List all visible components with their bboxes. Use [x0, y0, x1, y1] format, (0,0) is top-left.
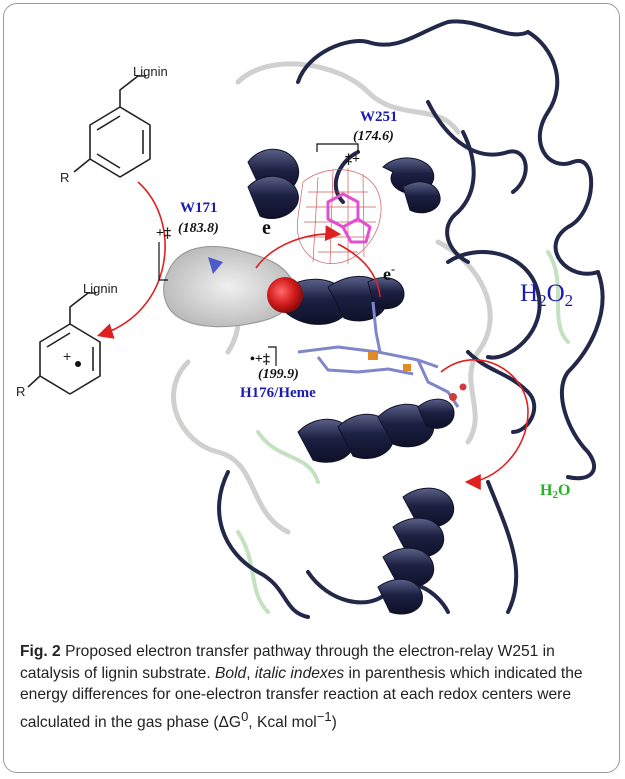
- electron-right: e-: [383, 262, 395, 284]
- caption-text-5: ): [331, 713, 337, 731]
- caption-text-3: in parenthesis which indicated the energ…: [20, 664, 583, 731]
- figure-panel: Lignin R Lignin R + W251 (174.6) ‡+ W171…: [8, 12, 618, 627]
- w251-label: W251: [360, 109, 398, 125]
- substrate-bottom: [27, 292, 101, 395]
- helix-top-right: [382, 157, 441, 214]
- caption-sup-0: 0: [241, 708, 249, 724]
- caption-text-1: Proposed electron transfer pathway throu…: [20, 643, 555, 682]
- caption-text-2: ,: [246, 664, 255, 682]
- w251-indole: [326, 192, 372, 244]
- r-label-bottom: R: [16, 384, 26, 399]
- w171-surface: [163, 245, 303, 328]
- w171-charge: +‡: [156, 226, 171, 241]
- caption-sup-unit: −1: [316, 708, 332, 724]
- green-loops: [236, 250, 570, 614]
- h2o2-label: H2O2: [520, 280, 574, 310]
- heme-label: H176/Heme: [240, 385, 316, 401]
- heme-charge: •+‡: [250, 352, 270, 367]
- w171-label: W171: [180, 200, 218, 216]
- substrate-top: [73, 75, 151, 178]
- heme-energy: (199.9): [258, 367, 299, 382]
- caption-bold-word: Bold: [215, 664, 247, 682]
- caption-text-4: , Kcal mol: [248, 713, 317, 731]
- w251-energy: (174.6): [353, 129, 394, 144]
- figure-frame: [3, 3, 620, 773]
- lignin-label-top: Lignin: [133, 64, 168, 79]
- w171-energy: (183.8): [178, 221, 219, 236]
- oxidation-arrow: [96, 181, 166, 339]
- radical-dot: [75, 361, 81, 367]
- helix-bottom: [377, 487, 455, 615]
- electron-left: e: [262, 217, 271, 239]
- w251-charge: ‡+: [345, 152, 360, 167]
- brackets: [158, 143, 359, 366]
- r-label-top: R: [60, 170, 70, 185]
- helix-lower: [297, 398, 455, 463]
- protein-structure-illustration: [27, 19, 605, 619]
- helix-left: [247, 148, 300, 220]
- caption-fig-label: Fig. 2: [20, 643, 61, 660]
- caption-italic-word: italic indexes: [254, 664, 345, 682]
- w251-mesh: [296, 168, 382, 265]
- helix-middle: [277, 275, 405, 325]
- electron-path: [255, 225, 529, 490]
- radical-charge: +: [63, 348, 72, 364]
- figure-caption: Fig. 2 Proposed electron transfer pathwa…: [20, 641, 605, 733]
- lignin-label-bottom: Lignin: [83, 281, 118, 296]
- h2o-label: H2O: [540, 482, 571, 501]
- heme-accents: [368, 352, 467, 401]
